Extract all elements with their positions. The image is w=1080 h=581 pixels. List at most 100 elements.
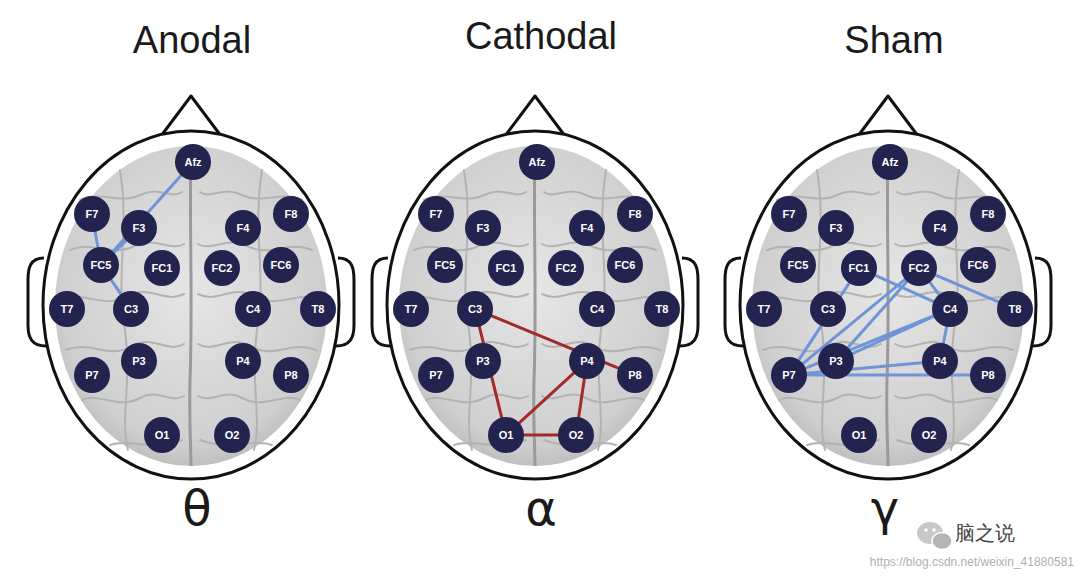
electrode-label: O1 xyxy=(499,430,514,441)
electrode-label: P4 xyxy=(933,356,946,367)
electrode-label: F8 xyxy=(285,209,298,220)
head-outline xyxy=(372,96,698,479)
electrode-label: FC6 xyxy=(968,260,989,271)
electrode-label: O2 xyxy=(569,430,584,441)
frequency-band: γ xyxy=(871,482,899,535)
electrode-label: P8 xyxy=(628,370,641,381)
electrode-node: P3 xyxy=(121,343,157,379)
electrode-label: F3 xyxy=(477,223,490,234)
electrode-label: F7 xyxy=(783,209,796,220)
electrode-label: F3 xyxy=(133,223,146,234)
electrode-node: F7 xyxy=(74,196,110,232)
frequency-band: α xyxy=(525,482,557,535)
electrode-node: FC5 xyxy=(83,247,119,283)
head-outline xyxy=(725,96,1051,479)
electrode-node: Afz xyxy=(872,144,908,180)
electrode-node: F3 xyxy=(465,210,501,246)
electrode-label: T8 xyxy=(312,304,325,315)
electrode-node: F7 xyxy=(771,196,807,232)
electrode-label: F4 xyxy=(237,223,250,234)
electrode-node: C3 xyxy=(810,291,846,327)
electrode-label: FC1 xyxy=(849,263,870,274)
electrode-label: T7 xyxy=(61,304,74,315)
electrode-label: P3 xyxy=(476,356,489,367)
electrode-label: P8 xyxy=(981,370,994,381)
electrode-label: P7 xyxy=(429,370,442,381)
electrode-node: F8 xyxy=(970,196,1006,232)
electrode-node: FC6 xyxy=(263,247,299,283)
electrode-label: T8 xyxy=(1009,304,1022,315)
electrode-label: F8 xyxy=(629,209,642,220)
electrode-label: P4 xyxy=(236,356,249,367)
electrode-node: F3 xyxy=(818,210,854,246)
electrode-node: T8 xyxy=(644,291,680,327)
electrode-node: O2 xyxy=(558,417,594,453)
condition-title: Sham xyxy=(844,20,943,62)
electrode-label: FC2 xyxy=(556,263,577,274)
electrode-node: P4 xyxy=(569,343,605,379)
electrode-node: FC1 xyxy=(144,250,180,286)
electrode-label: P4 xyxy=(580,356,593,367)
electrode-node: O1 xyxy=(144,417,180,453)
electrode-label: FC2 xyxy=(212,263,233,274)
electrode-node: F3 xyxy=(121,210,157,246)
electrode-node: O2 xyxy=(911,417,947,453)
connectivity-line xyxy=(852,316,933,353)
electrode-node: P7 xyxy=(74,357,110,393)
watermark-url: https://blog.csdn.net/weixin_41880581 xyxy=(870,556,1074,569)
electrode-label: F4 xyxy=(581,223,594,234)
electrode-label: FC5 xyxy=(435,260,456,271)
electrode-node: F8 xyxy=(273,196,309,232)
electrode-label: P3 xyxy=(829,356,842,367)
electrode-node: FC2 xyxy=(901,250,937,286)
electrode-node: O1 xyxy=(841,417,877,453)
electrode-node: C4 xyxy=(235,291,271,327)
electrode-label: O2 xyxy=(922,430,937,441)
electrode-label: FC2 xyxy=(909,263,930,274)
electrode-label: C4 xyxy=(943,304,957,315)
electrode-node: P7 xyxy=(771,357,807,393)
electrode-node: P3 xyxy=(818,343,854,379)
electrode-label: C3 xyxy=(821,304,835,315)
electrode-node: FC2 xyxy=(204,250,240,286)
electrode-node: T8 xyxy=(997,291,1033,327)
electrode-node: Afz xyxy=(519,144,555,180)
electrode-node: FC2 xyxy=(548,250,584,286)
electrode-node: O1 xyxy=(488,417,524,453)
electrode-label: O1 xyxy=(852,430,867,441)
head-outline xyxy=(28,96,354,479)
electrode-node: O2 xyxy=(214,417,250,453)
electrode-node: T7 xyxy=(393,291,429,327)
electrode-label: P8 xyxy=(284,370,297,381)
electrode-node: C3 xyxy=(113,291,149,327)
electrode-label: T7 xyxy=(405,304,418,315)
electrode-node: P8 xyxy=(273,357,309,393)
electrode-node: P4 xyxy=(922,343,958,379)
electrode-label: O1 xyxy=(155,430,170,441)
electrode-node: F4 xyxy=(922,210,958,246)
electrode-label: P3 xyxy=(132,356,145,367)
connectivity-line xyxy=(579,379,585,417)
electrode-node: P8 xyxy=(617,357,653,393)
electrode-label: FC6 xyxy=(615,260,636,271)
electrode-node: P8 xyxy=(970,357,1006,393)
electrode-node: C4 xyxy=(579,291,615,327)
electrode-label: FC5 xyxy=(788,260,809,271)
electrode-node: C3 xyxy=(457,291,493,327)
electrode-label: FC5 xyxy=(91,260,112,271)
electrode-label: FC1 xyxy=(496,263,517,274)
electrode-node: T8 xyxy=(300,291,336,327)
electrode-label: T7 xyxy=(758,304,771,315)
electrode-label: F8 xyxy=(982,209,995,220)
electrode-node: FC1 xyxy=(841,250,877,286)
connectivity-line xyxy=(524,434,558,437)
electrode-label: C3 xyxy=(468,304,482,315)
frequency-band: θ xyxy=(182,482,211,535)
electrode-node: P4 xyxy=(225,343,261,379)
electrode-label: P7 xyxy=(85,370,98,381)
electrode-label: FC1 xyxy=(152,263,173,274)
electrode-node: F4 xyxy=(225,210,261,246)
electrode-label: F3 xyxy=(830,223,843,234)
connectivity-line xyxy=(943,327,946,344)
electrode-label: F7 xyxy=(86,209,99,220)
